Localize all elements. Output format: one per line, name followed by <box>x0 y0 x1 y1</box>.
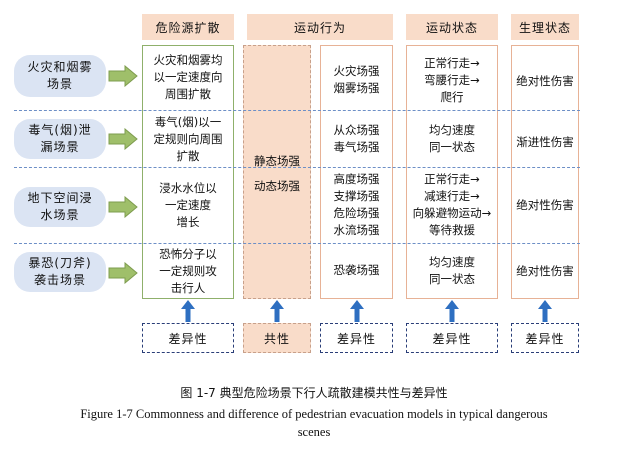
right-arrow-icon <box>108 262 138 284</box>
up-arrow-icon <box>270 300 284 322</box>
behavior-cell-gas: 从众场强毒气场强 <box>333 123 380 154</box>
physio-cell-fire: 绝对性伤害 <box>516 73 574 88</box>
scenario-terror-attack: 暴恐(刀斧)袭击场景 <box>14 252 106 292</box>
scenario-underground-flood: 地下空间浸水场景 <box>14 187 106 227</box>
common-column <box>243 45 311 299</box>
scenario-fire-smoke: 火灾和烟雾场景 <box>14 55 106 97</box>
state-cell-flood: 正常行走→减速行走→向躲避物运动→等待救援 <box>412 172 492 237</box>
hazard-column <box>142 45 234 299</box>
state-cell-terror: 均匀速度同一状态 <box>429 255 475 286</box>
common-field-strength: 静态场强动态场强 <box>254 154 300 193</box>
difference-label-physio: 差异性 <box>511 323 579 353</box>
header-hazard-spread: 危险源扩散 <box>142 14 234 40</box>
row-separator <box>14 110 580 111</box>
physio-column <box>511 45 579 299</box>
behavior-cell-fire: 火灾场强烟雾场强 <box>333 64 380 95</box>
up-arrow-icon <box>538 300 552 322</box>
difference-label-state: 差异性 <box>406 323 498 353</box>
commonness-label: 共性 <box>243 323 311 353</box>
figure-caption-cn: 图 1-7 典型危险场景下行人疏散建模共性与差异性 <box>180 386 448 400</box>
state-cell-gas: 均匀速度同一状态 <box>429 123 475 154</box>
hazard-cell-flood: 浸水水位以一定速度增长 <box>159 180 217 229</box>
physio-cell-gas: 渐进性伤害 <box>516 134 574 149</box>
up-arrow-icon <box>350 300 364 322</box>
right-arrow-icon <box>108 128 138 150</box>
right-arrow-icon <box>108 65 138 87</box>
scenario-toxic-gas: 毒气(烟)泄漏场景 <box>14 119 106 159</box>
difference-label-behavior: 差异性 <box>320 323 393 353</box>
behavior-cell-flood: 高度场强支撑场强危险场强水流场强 <box>333 172 380 237</box>
hazard-cell-fire: 火灾和烟雾均以一定速度向周围扩散 <box>153 52 223 101</box>
behavior-column <box>320 45 393 299</box>
row-separator <box>14 167 580 168</box>
header-movement-state: 运动状态 <box>406 14 498 40</box>
header-movement-behavior: 运动行为 <box>247 14 393 40</box>
figure-caption-en: Figure 1-7 Commonness and difference of … <box>80 407 548 439</box>
state-cell-fire: 正常行走→弯腰行走→爬行 <box>424 55 480 104</box>
behavior-cell-terror: 恐袭场强 <box>333 262 380 277</box>
physio-cell-terror: 绝对性伤害 <box>516 263 574 278</box>
row-separator <box>14 243 580 244</box>
up-arrow-icon <box>181 300 195 322</box>
right-arrow-icon <box>108 196 138 218</box>
physio-cell-flood: 绝对性伤害 <box>516 197 574 212</box>
up-arrow-icon <box>445 300 459 322</box>
hazard-cell-terror: 恐怖分子以一定规则攻击行人 <box>159 246 217 295</box>
header-physiological-state: 生理状态 <box>511 14 579 40</box>
difference-label-hazard: 差异性 <box>142 323 234 353</box>
state-column <box>406 45 498 299</box>
hazard-cell-gas: 毒气(烟)以一定规则向周围扩散 <box>153 114 223 163</box>
